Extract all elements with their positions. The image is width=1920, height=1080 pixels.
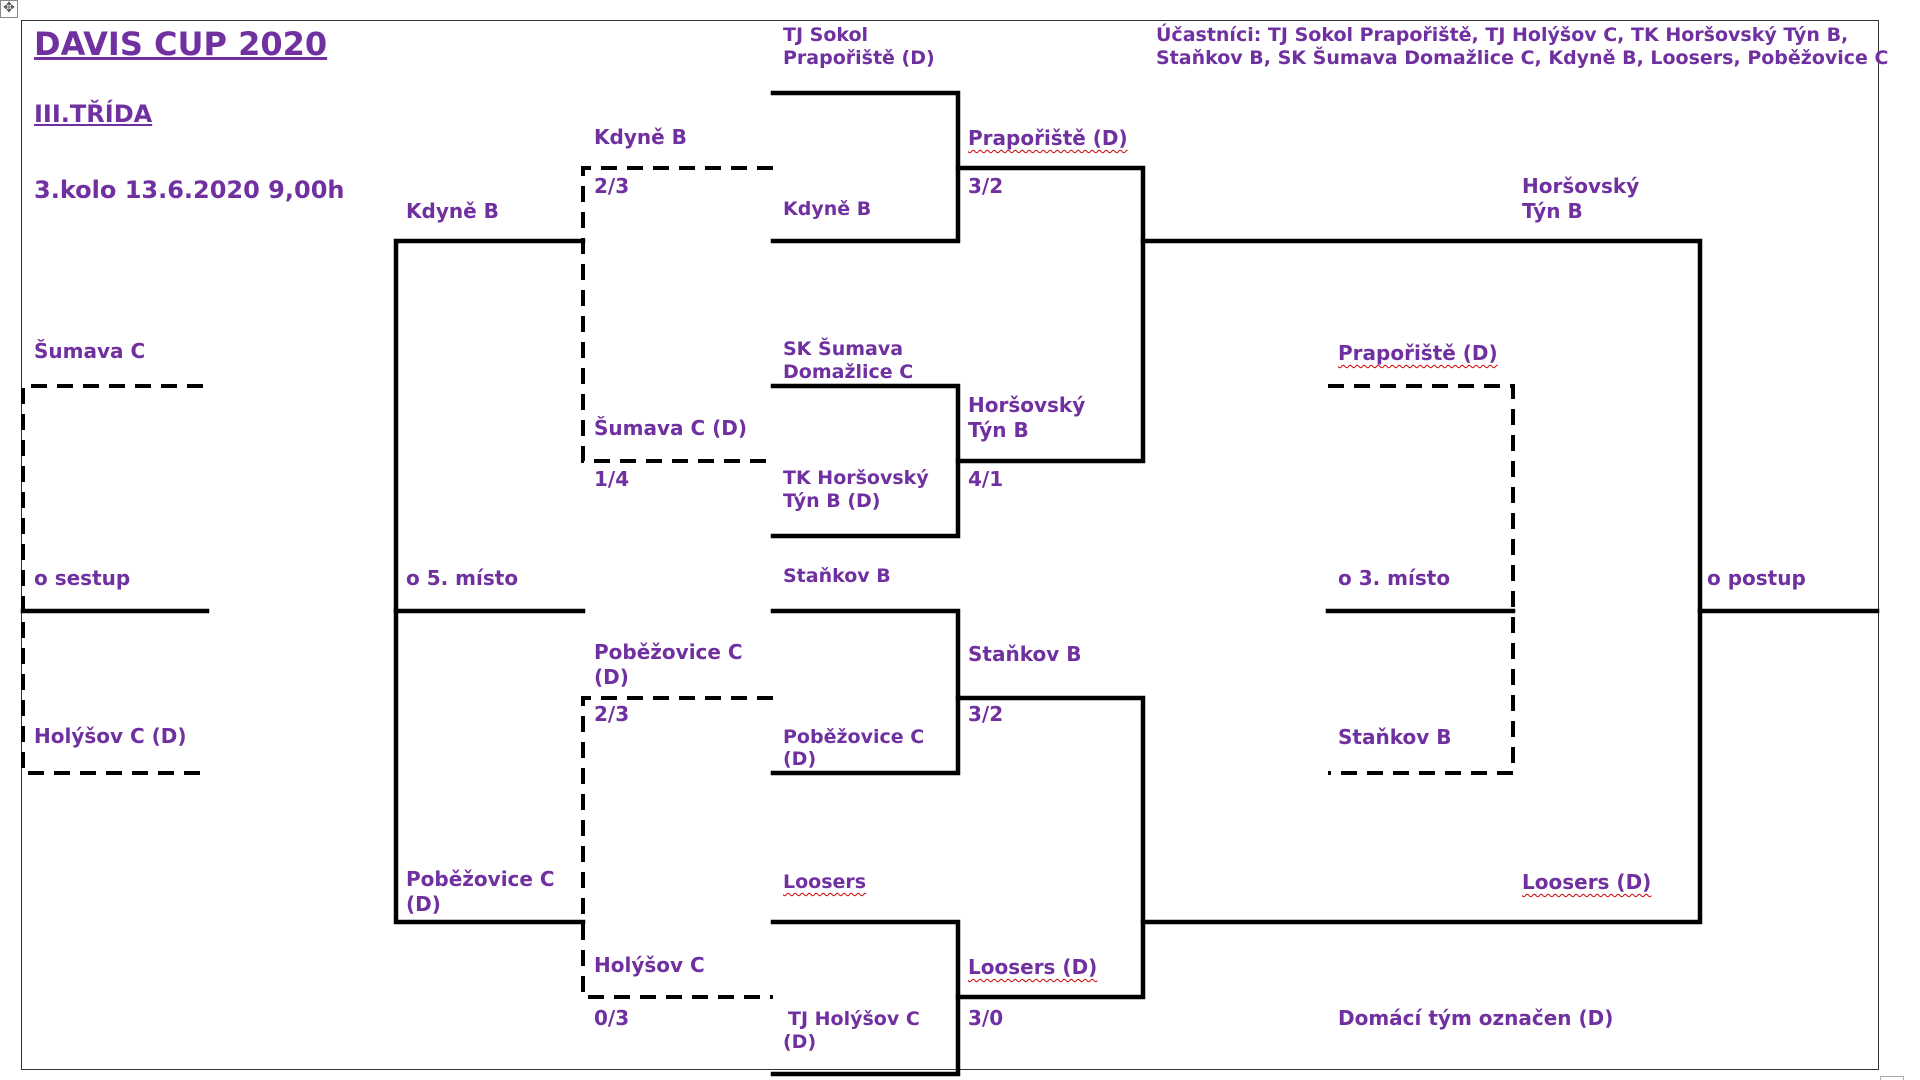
team-r2-hors-line2: Týn B	[968, 418, 1029, 442]
team-final-hors-line1: Horšovský	[1522, 174, 1640, 198]
team-rel-holysov: Holýšov C (D)	[34, 724, 187, 748]
score-qf2: 4/1	[968, 467, 1004, 491]
team-r1-stankov: Staňkov B	[783, 565, 891, 587]
score-qf3: 3/2	[968, 702, 1004, 726]
team-final-loosers: Loosers (D)	[1522, 870, 1652, 894]
team-third-stankov: Staňkov B	[1338, 725, 1452, 749]
team-fifth-kdyne: Kdyně B	[406, 199, 499, 223]
team-fifth-pobez-line2: (D)	[406, 892, 441, 916]
team-rel-sumava: Šumava C	[34, 339, 146, 363]
team-r2-loosers: Loosers (D)	[968, 955, 1098, 979]
team-r1-pobez-line1: Poběžovice C	[783, 726, 925, 748]
bracket-consolation-upper	[581, 166, 773, 463]
team-r1-kdyne: Kdyně B	[783, 198, 872, 220]
label-relegation: o sestup	[34, 566, 131, 590]
bracket-r2-semi1	[955, 165, 1146, 464]
participants-line-2: Staňkov B, SK Šumava Domažlice C, Kdyně …	[1156, 47, 1889, 69]
team-r2-hors-line1: Horšovský	[968, 393, 1086, 417]
team-r1-sokol-line2: Prapořiště (D)	[783, 47, 935, 69]
team-third-prap: Prapořiště (D)	[1338, 341, 1498, 365]
team-r1-sokol-line1: TJ Sokol	[783, 24, 869, 46]
bracket-third-place	[1328, 384, 1515, 775]
team-r1-loosers: Loosers	[783, 871, 867, 893]
table-resize-handle[interactable]	[1880, 1076, 1904, 1080]
team-cons-kdyne: Kdyně B	[594, 125, 687, 149]
team-r1-holysov-line1: TJ Holýšov C	[788, 1008, 920, 1030]
score-cons3: 2/3	[594, 702, 630, 726]
team-r1-holysov-line2: (D)	[783, 1031, 817, 1053]
label-fifth-place: o 5. místo	[406, 566, 519, 590]
team-r1-pobez-line2: (D)	[783, 748, 817, 770]
round-date: 3.kolo 13.6.2020 9,00h	[34, 176, 345, 204]
score-qf4: 3/0	[968, 1006, 1004, 1030]
team-r1-sumava-line1: SK Šumava	[783, 338, 904, 360]
team-cons-pobez-line2: (D)	[594, 665, 629, 689]
bracket-final	[1140, 238, 1703, 925]
team-cons-holysov: Holýšov C	[594, 953, 705, 977]
bracket-relegation	[21, 384, 203, 775]
team-cons-pobez-line1: Poběžovice C	[594, 640, 743, 664]
team-r2-prap: Prapořiště (D)	[968, 126, 1128, 150]
score-qf1: 3/2	[968, 174, 1004, 198]
team-final-hors-line2: Týn B	[1522, 199, 1583, 223]
team-r2-stankov: Staňkov B	[968, 642, 1082, 666]
label-promotion: o postup	[1707, 566, 1806, 590]
home-team-note: Domácí tým označen (D)	[1338, 1006, 1614, 1030]
team-cons-sumava: Šumava C (D)	[594, 416, 747, 440]
team-r1-tkhors-line2: Týn B (D)	[783, 490, 881, 512]
participants-line-1: Účastníci: TJ Sokol Prapořiště, TJ Holýš…	[1156, 24, 1849, 46]
class-title: III.TŘÍDA	[34, 100, 153, 128]
table-move-handle-icon[interactable]: ✥	[0, 0, 18, 18]
label-third-place: o 3. místo	[1338, 566, 1451, 590]
bracket-r1-match2	[770, 383, 961, 539]
bracket-fifth-place	[393, 238, 586, 925]
team-r1-sumava-line2: Domažlice C	[783, 361, 914, 383]
page-title: DAVIS CUP 2020	[34, 25, 328, 63]
bracket-r1-match3	[770, 608, 961, 776]
score-cons2: 1/4	[594, 467, 630, 491]
team-fifth-pobez-line1: Poběžovice C	[406, 867, 555, 891]
bracket-r2-semi2	[955, 695, 1146, 1000]
score-cons4: 0/3	[594, 1006, 630, 1030]
bracket-consolation-lower	[581, 696, 773, 999]
team-r1-tkhors-line1: TK Horšovský	[783, 467, 929, 489]
score-cons1: 2/3	[594, 174, 630, 198]
